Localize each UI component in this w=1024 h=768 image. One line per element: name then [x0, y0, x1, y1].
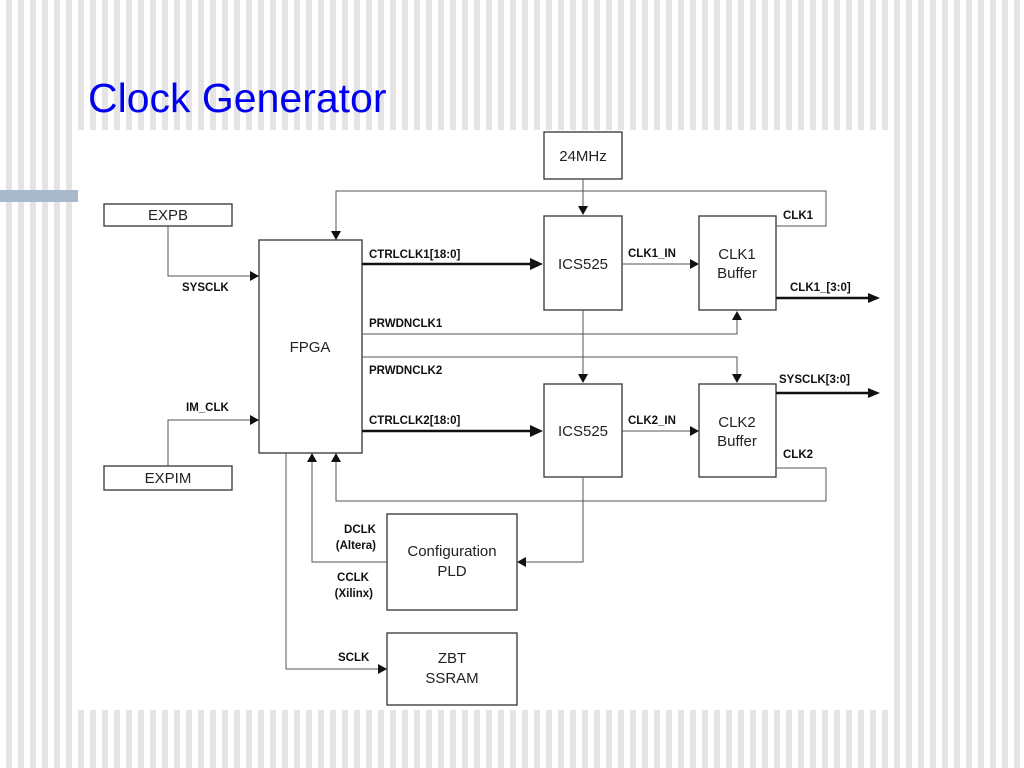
osc-to-ics-wire [578, 179, 588, 215]
expb-label: EXPB [148, 207, 188, 224]
dclk-altera-label: (Altera) [336, 540, 376, 552]
zbt-ssram-box [386, 632, 518, 706]
accent-bar [0, 190, 78, 202]
clk1-out-label: CLK1_[3:0] [790, 282, 851, 294]
dclk-cclk-wire [307, 453, 387, 563]
prwdnclk1-wire [362, 311, 742, 335]
sysclk-out-label: SYSCLK[3:0] [779, 374, 850, 386]
prwdnclk2-wire [362, 356, 742, 383]
expim-label: EXPIM [145, 470, 192, 487]
clock-block-diagram: 24MHz EXPB EXPIM FPGA ICS525 ICS525 CLK1… [103, 131, 880, 706]
dclk-label: DCLK [344, 524, 377, 536]
clk2-in-label: CLK2_IN [628, 415, 676, 427]
clk2-buffer-box [698, 383, 777, 478]
page-title: Clock Generator [88, 75, 387, 121]
zbt-ssram-label-line1: ZBT [438, 650, 466, 667]
clk2-buffer-label-line2: Buffer [717, 433, 757, 450]
zbt-ssram-label-line2: SSRAM [425, 670, 478, 687]
clk1-in-wire [622, 259, 699, 269]
ctrlclk2-label: CTRLCLK2[18:0] [369, 415, 461, 427]
clk1-buffer-label-line2: Buffer [717, 265, 757, 282]
fpga-label: FPGA [290, 339, 331, 356]
ics525-bottom-label: ICS525 [558, 423, 608, 440]
prwdnclk2-label: PRWDNCLK2 [369, 365, 442, 377]
osc-24mhz-box [543, 131, 623, 180]
clk1-in-label: CLK1_IN [628, 248, 676, 260]
sclk-label: SCLK [338, 652, 370, 664]
ctrlclk2-bus [362, 425, 543, 437]
clk1-feedback-wire [331, 190, 827, 240]
cclk-xilinx-label: (Xilinx) [335, 588, 374, 600]
ics-chain-wire [578, 310, 588, 383]
clk2-feedback-wire [331, 453, 827, 502]
ics525-top-label: ICS525 [558, 256, 608, 273]
clk1-label: CLK1 [783, 210, 814, 222]
im-clk-wire [167, 415, 259, 466]
clk1-buffer-box [698, 215, 777, 311]
fpga-box [258, 239, 363, 454]
config-pld-label-line1: Configuration [407, 543, 496, 560]
diagram-panel: 24MHz EXPB EXPIM FPGA ICS525 ICS525 CLK1… [78, 130, 888, 710]
config-pld-label-line2: PLD [437, 563, 466, 580]
sysclk-label: SYSCLK [182, 282, 229, 294]
ctrlclk1-bus [362, 258, 543, 270]
im-clk-label: IM_CLK [186, 402, 230, 414]
clk2-label: CLK2 [783, 449, 813, 461]
ctrlclk1-label: CTRLCLK1[18:0] [369, 249, 461, 261]
osc-24mhz-label: 24MHz [559, 148, 607, 165]
sysclk-out-bus [776, 388, 880, 398]
sysclk-wire [167, 226, 259, 281]
ics-to-pld-wire [517, 477, 584, 567]
clk1-out-bus [776, 293, 880, 303]
clk1-buffer-label-line1: CLK1 [718, 246, 756, 263]
sclk-wire [285, 453, 387, 674]
cclk-label: CCLK [337, 572, 370, 584]
config-pld-box [386, 513, 518, 611]
prwdnclk1-label: PRWDNCLK1 [369, 318, 443, 330]
clk2-in-wire [622, 426, 699, 436]
clk2-buffer-label-line1: CLK2 [718, 414, 756, 431]
